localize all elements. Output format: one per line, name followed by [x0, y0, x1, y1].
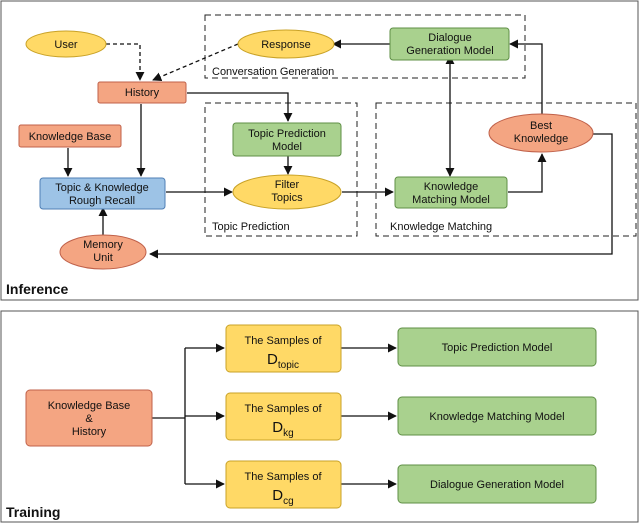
training-panel: Training Knowledge Base & History The Sa… [0, 310, 639, 523]
training-source-node: Knowledge Base & History [25, 389, 153, 447]
filter-topics-node: Filter Topics [232, 174, 342, 210]
best-knowledge-label-line2: Knowledge [514, 133, 568, 145]
knowledge-matching-label: Knowledge Matching [390, 221, 492, 233]
conversation-generation-label: Conversation Generation [212, 66, 334, 78]
topic-model-label-line1: Topic Prediction [248, 128, 326, 140]
dialogue-model-label-line2: Generation Model [406, 45, 493, 57]
dialogue-model-label-line1: Dialogue [428, 32, 471, 44]
matching-to-best-knowledge-arrow [508, 153, 547, 193]
memory-unit-label-line2: Unit [93, 252, 113, 264]
topic-prediction-label: Topic Prediction [212, 221, 290, 233]
knowledge-matching-region [375, 102, 637, 237]
dialogue-generation-model-node: Dialogue Generation Model [389, 27, 510, 61]
knowledge-base-label: Knowledge Base [29, 131, 112, 143]
best-knowledge-to-dialogue-arrow [509, 39, 543, 116]
rough-recall-label-line2: Rough Recall [69, 195, 135, 207]
source-label-line3: History [72, 426, 107, 438]
samples-topic-prefix: The Samples of [244, 335, 322, 347]
history-node: History [97, 81, 187, 104]
samples-cg-prefix: The Samples of [244, 471, 322, 483]
memory-unit-label-line1: Memory [83, 239, 123, 251]
inference-panel-border [0, 0, 639, 301]
training-topic-model-node: Topic Prediction Model [397, 327, 597, 367]
samples-topic-symbol: Dtopic [267, 351, 299, 371]
history-to-topic-model-arrow [187, 92, 293, 122]
samples-kg-symbol: Dkg [272, 419, 293, 439]
matching-model-label-line2: Matching Model [412, 194, 490, 206]
training-label: Training [6, 504, 60, 520]
topic-prediction-region [204, 102, 358, 237]
knowledge-base-node: Knowledge Base [18, 124, 122, 148]
samples-cg-node: The Samples of Dcg [225, 460, 342, 509]
topic-model-label-line2: Model [272, 141, 302, 153]
topic-prediction-model-node: Topic Prediction Model [232, 122, 342, 157]
training-matching-model-label: Knowledge Matching Model [429, 411, 564, 423]
matching-model-label-line1: Knowledge [424, 181, 478, 193]
filter-topics-label-line2: Topics [271, 192, 303, 204]
user-to-history-arrow [106, 43, 145, 81]
response-label: Response [261, 39, 311, 51]
response-to-history-arrow [152, 43, 239, 81]
response-node: Response [237, 29, 335, 59]
training-topic-model-label: Topic Prediction Model [442, 342, 553, 354]
best-knowledge-to-memory-arrow [149, 133, 613, 259]
best-knowledge-node: Best Knowledge [488, 113, 594, 153]
rough-recall-label-line1: Topic & Knowledge [55, 182, 149, 194]
knowledge-matching-model-node: Knowledge Matching Model [394, 176, 508, 209]
training-connectors [152, 343, 397, 489]
filter-topics-label-line1: Filter [275, 179, 300, 191]
conversation-generation-region [204, 14, 526, 79]
training-matching-model-node: Knowledge Matching Model [397, 396, 597, 436]
history-label: History [125, 87, 160, 99]
source-label-line1: Knowledge Base [48, 400, 131, 412]
inference-connectors [63, 39, 613, 259]
samples-cg-symbol: Dcg [272, 487, 293, 507]
source-label-line2: & [85, 413, 93, 425]
inference-label: Inference [6, 281, 68, 297]
training-panel-border [0, 310, 639, 523]
samples-kg-node: The Samples of Dkg [225, 392, 342, 441]
rough-recall-node: Topic & Knowledge Rough Recall [39, 177, 166, 210]
training-dialogue-model-node: Dialogue Generation Model [397, 464, 597, 504]
samples-topic-node: The Samples of Dtopic [225, 324, 342, 373]
user-label: User [54, 39, 78, 51]
samples-kg-prefix: The Samples of [244, 403, 322, 415]
best-knowledge-label-line1: Best [530, 120, 552, 132]
memory-unit-node: Memory Unit [59, 234, 147, 270]
inference-panel: Inference Conversation Generation Topic … [0, 0, 639, 301]
user-node: User [25, 30, 107, 58]
training-dialogue-model-label: Dialogue Generation Model [430, 479, 564, 491]
